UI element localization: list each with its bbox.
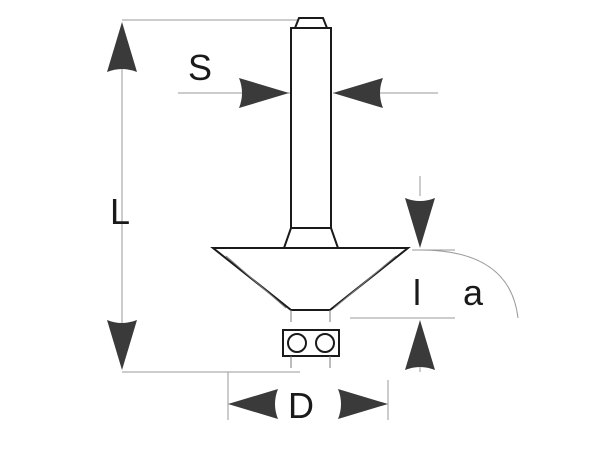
dimension-arrows — [107, 22, 435, 419]
diameter-left-arrow — [228, 389, 278, 419]
diameter-right-arrow — [338, 389, 388, 419]
router-bit-shank — [290, 17, 332, 229]
length-bottom-arrow — [107, 320, 137, 370]
shank-left-arrow — [239, 78, 289, 108]
shank-right-arrow — [333, 78, 383, 108]
cutting-length-bottom-arrow — [405, 320, 435, 370]
label-cutting-length: l — [413, 272, 421, 313]
router-bit-bearing — [282, 329, 340, 368]
router-bit-collar — [282, 227, 340, 249]
label-l: L — [110, 191, 130, 232]
label-d: D — [288, 385, 314, 426]
cutting-length-top-arrow — [405, 198, 435, 248]
router-bit-cutter — [210, 247, 411, 322]
label-angle: a — [463, 272, 484, 313]
label-s: S — [188, 47, 212, 88]
length-top-arrow — [107, 22, 137, 72]
